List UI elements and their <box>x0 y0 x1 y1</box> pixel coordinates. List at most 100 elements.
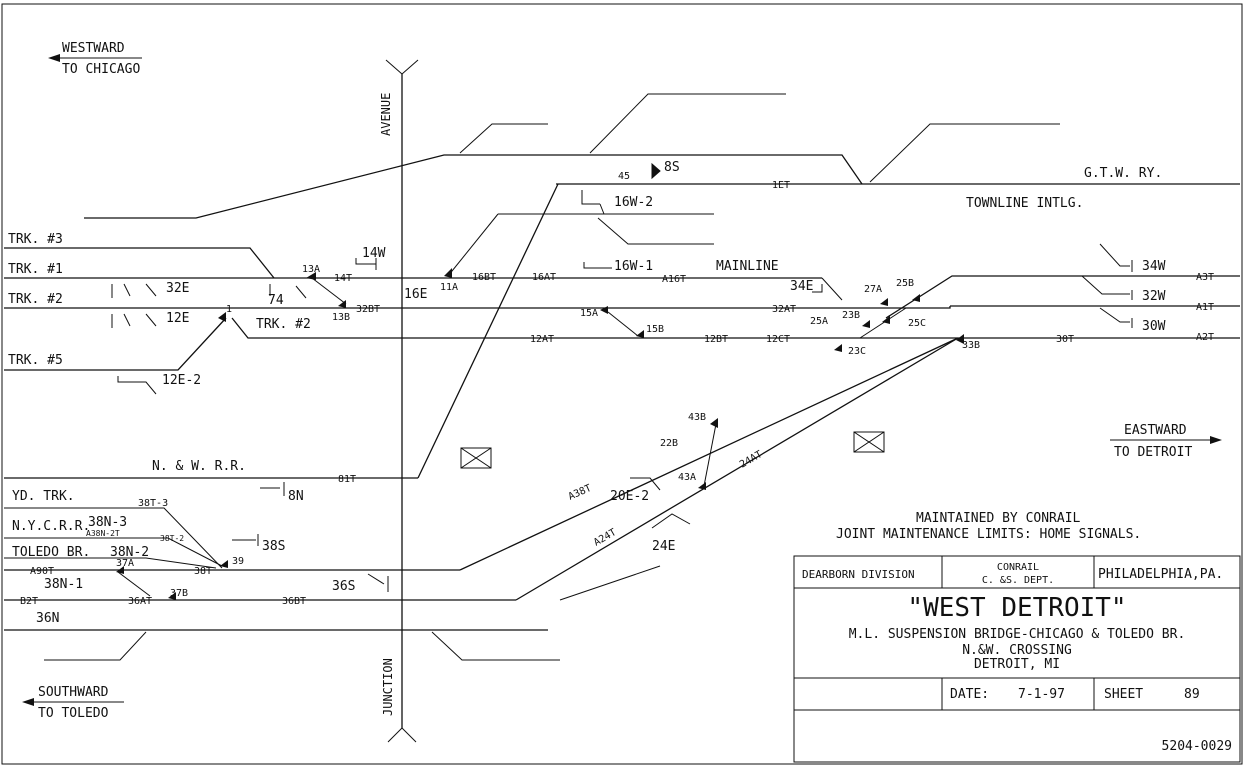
circuit-81t: 81T <box>338 474 356 485</box>
sheet-label: SHEET <box>1104 687 1143 702</box>
signal-38n-2: 38N-2 <box>110 545 149 560</box>
division-label: DEARBORN DIVISION <box>802 568 915 581</box>
crossing-symbol <box>460 447 492 469</box>
circuit-12bt: 12BT <box>704 334 728 345</box>
signal-38s: 38S <box>262 539 285 554</box>
switch-15a: 15A <box>580 308 598 319</box>
switch-43b: 43B <box>688 412 706 423</box>
switch-22b: 22B <box>660 438 678 449</box>
switch-25a: 25A <box>810 316 828 327</box>
dept-line-1: CONRAIL <box>997 562 1039 573</box>
switch-11a: 11A <box>440 282 458 293</box>
city-label: PHILADELPHIA,PA. <box>1098 567 1223 582</box>
to-chicago-label: TO CHICAGO <box>62 62 140 77</box>
circuit-38t: 38T <box>194 566 212 577</box>
signal-32w: 32W <box>1142 289 1166 304</box>
signal-24e: 24E <box>652 539 675 554</box>
drawing-number: 5204-0029 <box>1162 739 1232 754</box>
circuit-a38t: A38T <box>567 483 593 503</box>
circuit-14t: 14T <box>334 273 352 284</box>
signal-38n-3: 38N-3 <box>88 515 127 530</box>
switch-labels: 45 13A 13B 11A 1 15A 15B 27A 25B 23B 25A… <box>116 171 980 599</box>
southward-label: SOUTHWARD <box>38 685 109 700</box>
line-labels: G.T.W. RY. TOWNLINE INTLG. MAINLINE N. &… <box>8 166 1162 560</box>
switch-27a: 27A <box>864 284 882 295</box>
trk2-label: TRK. #2 <box>8 292 63 307</box>
subtitle-1: M.L. SUSPENSION BRIDGE-CHICAGO & TOLEDO … <box>849 627 1186 642</box>
switch-points <box>116 268 964 600</box>
circuit-32bt: 32BT <box>356 304 380 315</box>
diagram-title: "WEST DETROIT" <box>907 593 1126 623</box>
switch-13b: 13B <box>332 312 350 323</box>
westward-label: WESTWARD <box>62 41 125 56</box>
signal-8s: 8S <box>664 160 680 175</box>
dept-line-2: C. &S. DEPT. <box>982 575 1054 586</box>
sheet-border <box>1 3 1243 765</box>
track-network <box>4 93 1240 661</box>
circuit-16at: 16AT <box>532 272 556 283</box>
switch-23b: 23B <box>842 310 860 321</box>
signal-36n: 36N <box>36 611 59 626</box>
switch-13a: 13A <box>302 264 320 275</box>
crossing-symbol <box>853 431 885 453</box>
circuit-a90t: A90T <box>30 566 54 577</box>
switch-39: 39 <box>232 556 244 567</box>
switch-25c: 25C <box>908 318 926 329</box>
switch-38t-3: 38T-3 <box>138 498 168 509</box>
circuit-36at: 36AT <box>128 596 152 607</box>
signal-16e: 16E <box>404 287 427 302</box>
signal-34e: 34E <box>790 279 813 294</box>
nycrr-label: N.Y.C.R.R. <box>12 519 90 534</box>
mainline-label: MAINLINE <box>716 259 779 274</box>
switch-33b: 33B <box>962 340 980 351</box>
yd-trk-label: YD. TRK. <box>12 489 75 504</box>
signal-32e: 32E <box>166 281 189 296</box>
circuit-a2t: A2T <box>1196 332 1214 343</box>
avenue-label: AVENUE <box>379 93 393 136</box>
to-detroit-label: TO DETROIT <box>1114 445 1192 460</box>
avenue-road: AVENUE JUNCTION <box>379 59 419 743</box>
townline-label: TOWNLINE INTLG. <box>966 196 1083 211</box>
trk3-label: TRK. #3 <box>8 232 63 247</box>
switch-15b: 15B <box>646 324 664 335</box>
signal-34w: 34W <box>1142 259 1166 274</box>
switch-25b: 25B <box>896 278 914 289</box>
circuit-12at: 12AT <box>530 334 554 345</box>
signal-heads <box>111 162 1133 592</box>
circuit-30t: 30T <box>1056 334 1074 345</box>
switch-37b: 37B <box>170 588 188 599</box>
junction-label: JUNCTION <box>381 658 395 716</box>
circuit-1et: 1ET <box>772 180 790 191</box>
gtw-label: G.T.W. RY. <box>1084 166 1162 181</box>
trk2b-label: TRK. #2 <box>256 317 311 332</box>
subtitle-3: DETROIT, MI <box>974 657 1060 672</box>
circuit-a38n-2t: A38N-2T <box>86 529 120 538</box>
nw-label: N. & W. R.R. <box>152 459 246 474</box>
maintenance-note-1: MAINTAINED BY CONRAIL <box>916 511 1081 526</box>
signal-labels: 8S 16W-2 16W-1 14W 16E 32E 12E 12E-2 74 … <box>36 160 1166 626</box>
title-block: DEARBORN DIVISION CONRAIL C. &S. DEPT. P… <box>793 555 1241 763</box>
circuit-a3t: A3T <box>1196 272 1214 283</box>
signal-16w-1: 16W-1 <box>614 259 653 274</box>
to-toledo-label: TO TOLEDO <box>38 706 109 721</box>
signal-14w: 14W <box>362 246 386 261</box>
eastward-arrow: EASTWARD TO DETROIT <box>1110 423 1222 460</box>
circuit-a1t: A1T <box>1196 302 1214 313</box>
trk5-label: TRK. #5 <box>8 353 63 368</box>
westward-arrow: WESTWARD TO CHICAGO <box>48 41 142 77</box>
switch-37a: 37A <box>116 558 134 569</box>
date-value: 7-1-97 <box>1018 687 1065 702</box>
circuit-36bt: 36BT <box>282 596 306 607</box>
signal-12e: 12E <box>166 311 189 326</box>
signal-8n: 8N <box>288 489 304 504</box>
sheet-value: 89 <box>1184 687 1200 702</box>
circuit-38t-2: 38T-2 <box>160 534 184 543</box>
signal-30w: 30W <box>1142 319 1166 334</box>
date-label: DATE: <box>950 687 989 702</box>
circuit-24at: 24AT <box>738 449 764 471</box>
circuit-a16t: A16T <box>662 274 686 285</box>
circuit-labels: 1ET 14T 16BT 16AT A16T 32BT 32AT 12AT 12… <box>20 180 1214 607</box>
signal-12e-2: 12E-2 <box>162 373 201 388</box>
signal-20e-2: 20E-2 <box>610 489 649 504</box>
switch-43a: 43A <box>678 472 696 483</box>
